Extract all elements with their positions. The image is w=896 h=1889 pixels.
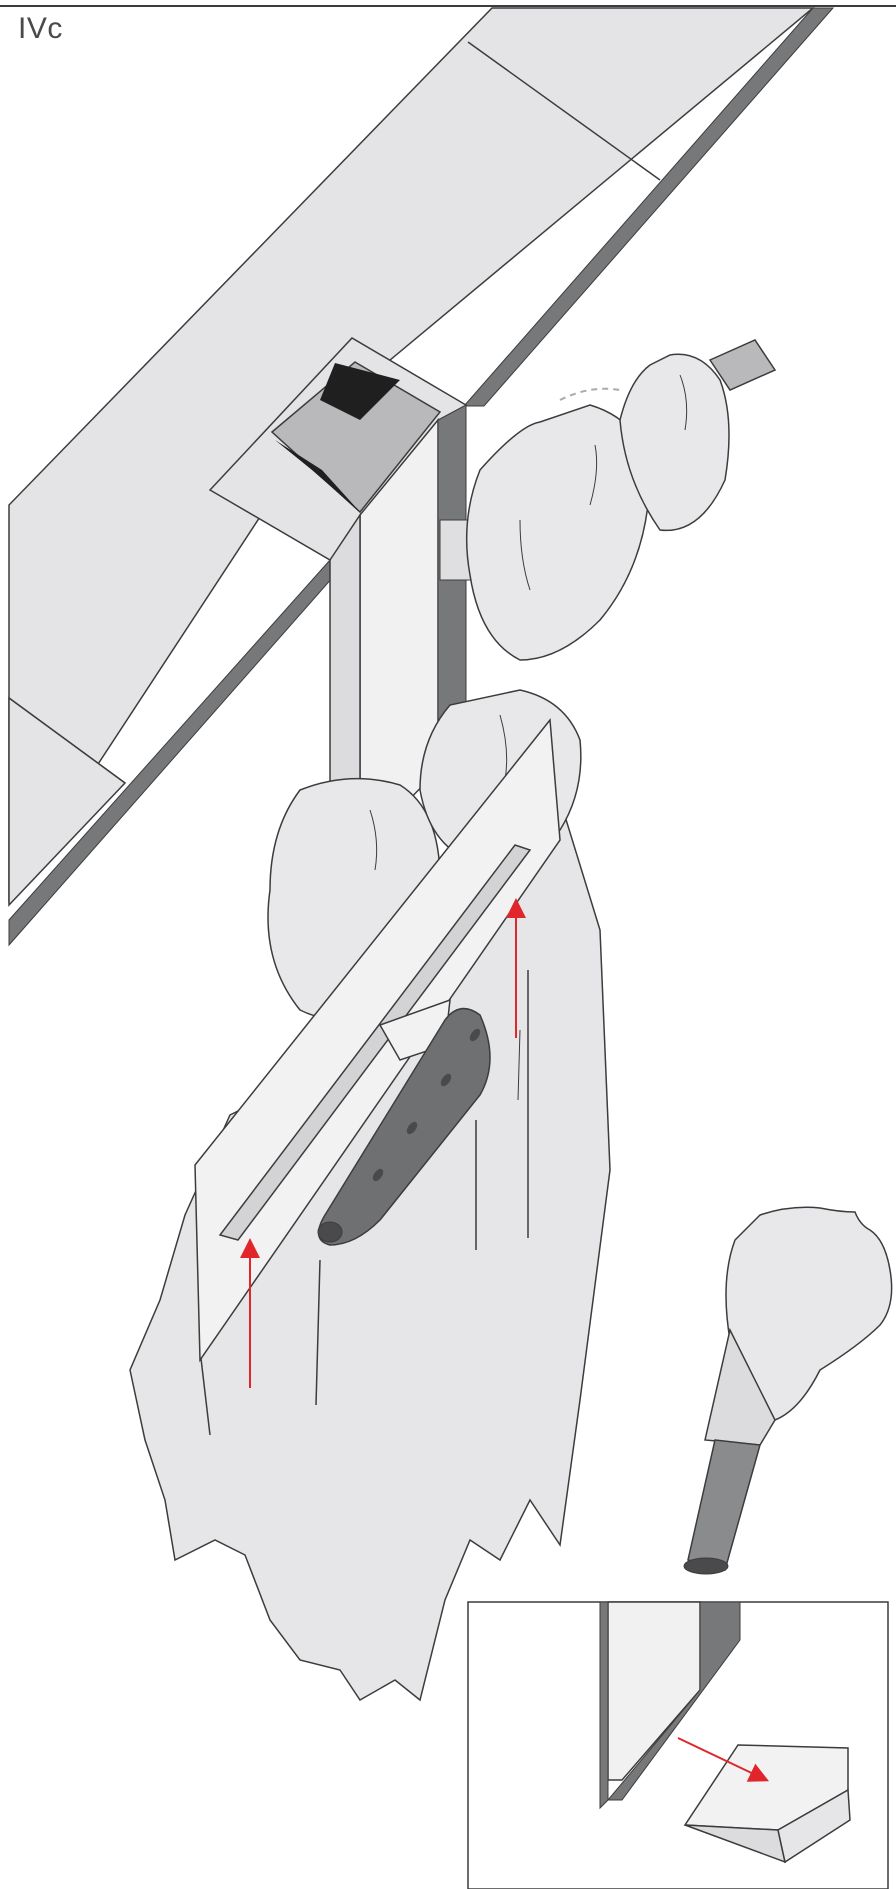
- brush-handle-end: [683, 1557, 729, 1575]
- ceiling-panel-seam: [467, 41, 661, 181]
- ceiling-beam: [8, 7, 835, 947]
- trowel-handle-cap: [317, 1221, 343, 1243]
- column-top-shadow: [320, 363, 400, 420]
- plaster-streak: [199, 1349, 211, 1436]
- direction-arrow-icon: [677, 1737, 770, 1782]
- motion-dash: [559, 387, 621, 401]
- step-label: IVc: [18, 12, 63, 45]
- inset-column-edge-2: [606, 1601, 741, 1801]
- column: [208, 337, 481, 882]
- handle-grip-holes: [372, 1028, 481, 1182]
- inset-detail: [467, 1601, 889, 1889]
- ceiling-face: [8, 7, 816, 903]
- sanding-block-icon: [683, 1744, 851, 1864]
- ceiling-edge-right: [462, 7, 835, 407]
- trowel-handle: [317, 1007, 491, 1246]
- plaster-spread: [129, 798, 611, 1702]
- plaster-streak: [315, 1259, 321, 1406]
- brush-handle: [687, 1439, 761, 1571]
- small-tool-handle: [708, 339, 777, 391]
- small-tool: [559, 339, 777, 401]
- ceiling-panel-lower: [8, 696, 127, 907]
- brush-icon: [683, 1206, 893, 1575]
- plaster-surface: [129, 798, 611, 1702]
- trowel-rib: [218, 844, 532, 1241]
- plaster-streak: [517, 1029, 521, 1101]
- sanding-block-front: [777, 1788, 851, 1864]
- inset-column-edge: [599, 1601, 609, 1810]
- plaster-lump: [619, 353, 730, 532]
- trowel-icon: [194, 718, 561, 1363]
